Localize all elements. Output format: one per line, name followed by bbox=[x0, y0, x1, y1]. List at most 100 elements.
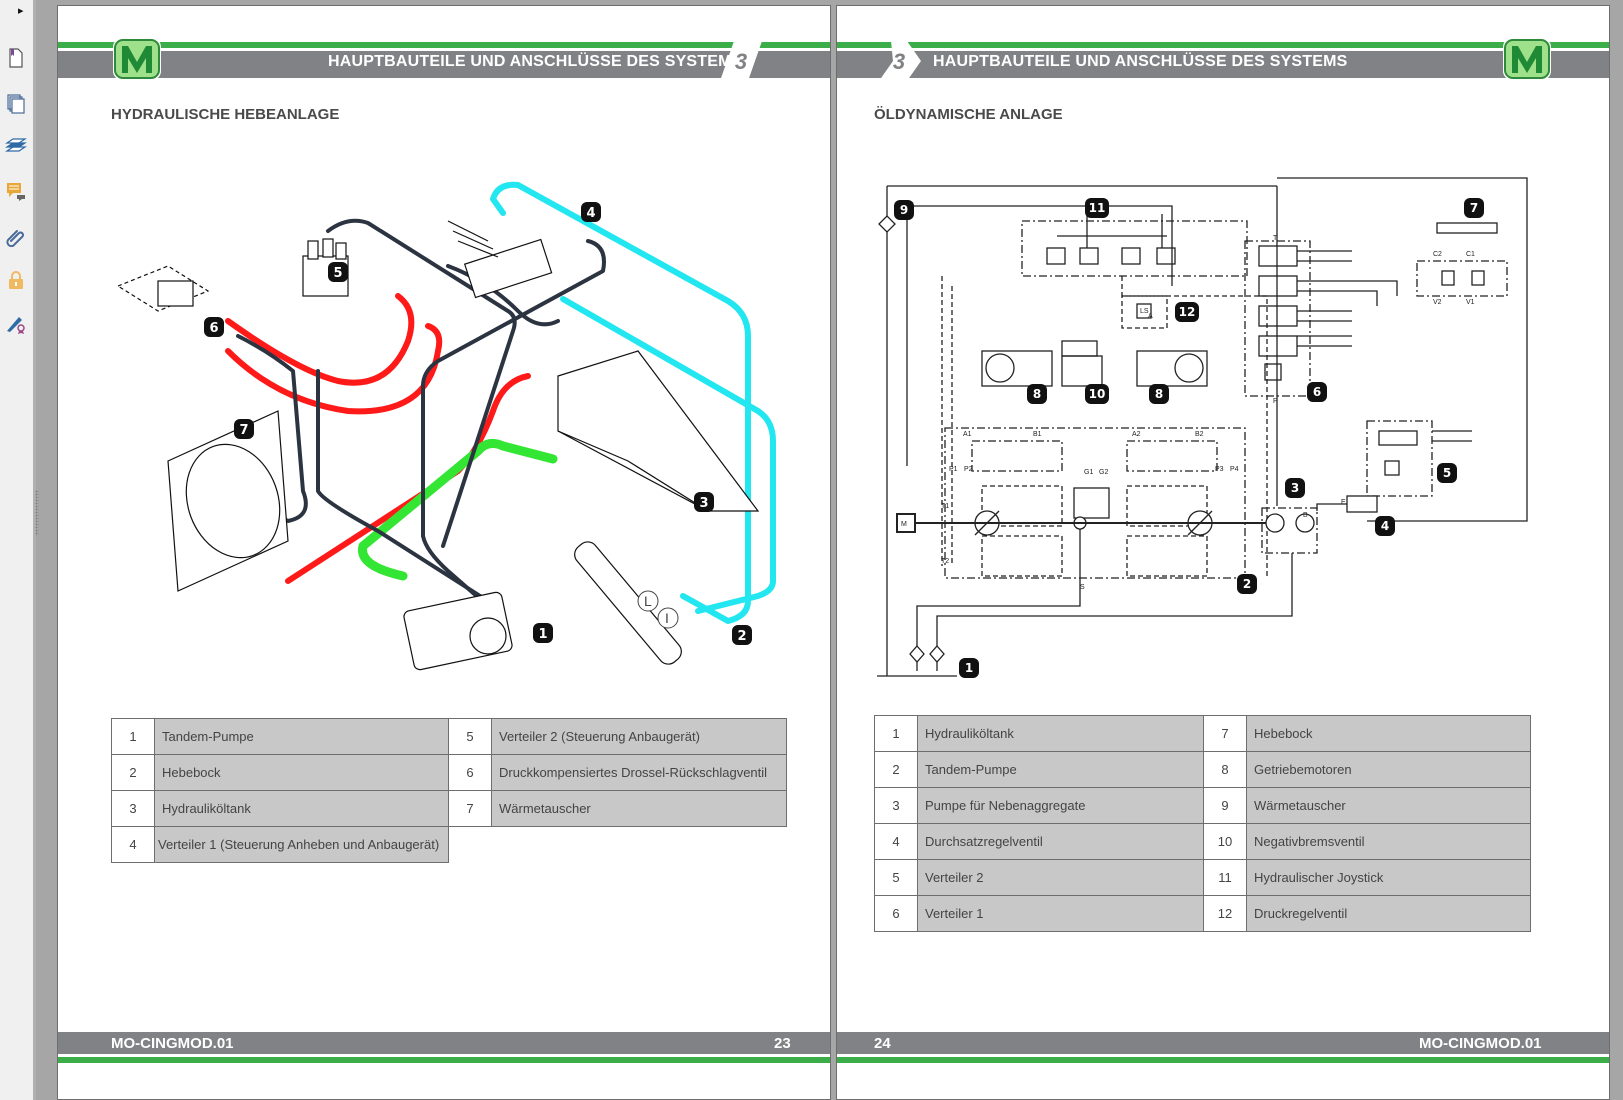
footer-doc-code: MO-CINGMOD.01 bbox=[1419, 1035, 1542, 1052]
table-row: 4 Durchsatzregelventil 10 Negativbremsve… bbox=[874, 823, 1531, 860]
footer-green-stripe bbox=[837, 1057, 1609, 1063]
port-label: B2 bbox=[1195, 431, 1204, 438]
signatures-button[interactable] bbox=[4, 312, 28, 336]
layers-button[interactable] bbox=[4, 136, 28, 160]
legend-num: 12 bbox=[1203, 895, 1247, 932]
company-logo bbox=[1503, 38, 1551, 80]
comments-button[interactable] bbox=[4, 180, 28, 204]
page-thumbnail-icon bbox=[9, 48, 23, 68]
footer-green-stripe bbox=[58, 1057, 830, 1063]
callout-10: 10 bbox=[1089, 387, 1106, 401]
legend-label: Tandem-Pumpe bbox=[154, 718, 449, 755]
table-row: 2 Tandem-Pumpe 8 Getriebemotoren bbox=[874, 751, 1531, 788]
legend-num: 2 bbox=[111, 754, 155, 791]
port-label: A bbox=[1148, 313, 1153, 320]
callout-4: 4 bbox=[586, 206, 595, 221]
legend-num: 5 bbox=[448, 718, 492, 755]
distributor-1 bbox=[463, 238, 553, 299]
port-label: T1 bbox=[941, 503, 949, 510]
legend-num: 1 bbox=[111, 718, 155, 755]
page-23: HAUPTBAUTEILE UND ANSCHLÜSSE DES SYSTEMS… bbox=[57, 5, 831, 1100]
legend-num: 9 bbox=[1203, 787, 1247, 824]
section-title: ÖLDYNAMISCHE ANLAGE bbox=[874, 106, 1063, 123]
port-label: G2 bbox=[1099, 469, 1108, 476]
legend-num: 4 bbox=[874, 823, 918, 860]
legend-label: Hydraulischer Joystick bbox=[1246, 859, 1531, 896]
sidebar-splitter[interactable] bbox=[33, 0, 36, 1100]
lifting-system-illustration: L I 1 2 3 4 5 6 7 bbox=[116, 181, 776, 671]
callout-7: 7 bbox=[239, 423, 248, 438]
legend-label: Durchsatzregelventil bbox=[917, 823, 1204, 860]
port-label: P3 bbox=[1215, 466, 1224, 473]
port-label: C2 bbox=[1433, 251, 1442, 258]
hose-cyan bbox=[560, 296, 776, 614]
table-row: 6 Verteiler 1 12 Druckregelventil bbox=[874, 895, 1531, 932]
security-lock-icon bbox=[9, 271, 23, 289]
header-green-stripe bbox=[837, 42, 1609, 48]
port-label: M bbox=[901, 521, 907, 528]
legend-label: Wärmetauscher bbox=[1246, 787, 1531, 824]
hose-red bbox=[225, 323, 443, 415]
comments-icon bbox=[7, 183, 25, 201]
header-title: HAUPTBAUTEILE UND ANSCHLÜSSE DES SYSTEMS bbox=[933, 53, 1348, 70]
hose-cyan bbox=[490, 181, 751, 624]
chapter-marker: 3 bbox=[879, 41, 921, 81]
hydraulic-schematic: A1 B1 A2 B2 P1 P2 P3 P4 G1 G2 T1 T2 S T … bbox=[877, 177, 1528, 678]
header-gray-band bbox=[837, 51, 1609, 78]
hose-dark bbox=[236, 334, 308, 523]
legend-label: Verteiler 1 (Steuerung Anheben und Anbau… bbox=[154, 826, 449, 863]
port-label: V2 bbox=[1433, 299, 1442, 306]
legend-label: Negativbremsventil bbox=[1246, 823, 1531, 860]
port-label: S bbox=[1080, 584, 1085, 591]
chapter-number: 3 bbox=[735, 49, 747, 74]
port-label: T2 bbox=[941, 558, 949, 565]
page-thumbnails-button[interactable] bbox=[4, 46, 28, 70]
legend-num: 6 bbox=[448, 754, 492, 791]
callout-2: 2 bbox=[1243, 577, 1251, 591]
legend-label: Pumpe für Nebenaggregate bbox=[917, 787, 1204, 824]
footer-page-number: 24 bbox=[874, 1035, 891, 1052]
callout-2: 2 bbox=[737, 629, 746, 644]
port-label: I bbox=[665, 610, 669, 626]
hose-green bbox=[358, 438, 558, 581]
footer-doc-code: MO-CINGMOD.01 bbox=[111, 1035, 234, 1052]
company-logo bbox=[113, 38, 161, 80]
hydraulic-oil-tank bbox=[557, 350, 760, 512]
attachment-icon bbox=[6, 230, 24, 247]
table-row: 5 Verteiler 2 11 Hydraulischer Joystick bbox=[874, 859, 1531, 896]
callout-8: 8 bbox=[1033, 387, 1041, 401]
callout-5: 5 bbox=[333, 266, 342, 281]
table-row: 1 Tandem-Pumpe 5 Verteiler 2 (Steuerung … bbox=[111, 718, 787, 755]
footer-gray-band bbox=[58, 1032, 830, 1054]
lift-cylinder bbox=[574, 541, 682, 665]
port-label: L bbox=[644, 593, 652, 609]
attachments-button[interactable] bbox=[4, 224, 28, 248]
legend-num: 4 bbox=[111, 826, 155, 863]
port-label: P bbox=[1273, 398, 1278, 405]
callout-5: 5 bbox=[1443, 466, 1451, 480]
pages-button[interactable] bbox=[4, 92, 28, 116]
legend-num: 1 bbox=[874, 715, 918, 752]
section-title: HYDRAULISCHE HEBEANLAGE bbox=[111, 106, 340, 123]
layers-icon bbox=[5, 138, 27, 152]
port-label: P2 bbox=[964, 466, 973, 473]
port-label: V1 bbox=[1466, 299, 1475, 306]
port-label: B bbox=[1303, 512, 1308, 519]
table-row: 1 Hydrauliköltank 7 Hebebock bbox=[874, 715, 1531, 752]
legend-num: 8 bbox=[1203, 751, 1247, 788]
hose-red bbox=[225, 293, 415, 386]
legend-num: 6 bbox=[874, 895, 918, 932]
sidebar-expand-toggle[interactable]: ▸ bbox=[18, 5, 24, 17]
callout-12: 12 bbox=[1179, 305, 1196, 319]
callout-3: 3 bbox=[699, 496, 708, 511]
legend-label: Verteiler 1 bbox=[917, 895, 1204, 932]
callout-11: 11 bbox=[1089, 201, 1106, 215]
callout-7: 7 bbox=[1470, 201, 1478, 215]
security-button[interactable] bbox=[4, 268, 28, 292]
header-title: HAUPTBAUTEILE UND ANSCHLÜSSE DES SYSTEMS bbox=[328, 53, 743, 70]
port-label: P4 bbox=[1230, 466, 1239, 473]
callout-9: 9 bbox=[900, 203, 908, 217]
splitter-grip-handle[interactable] bbox=[35, 490, 39, 536]
legend-num: 2 bbox=[874, 751, 918, 788]
legend-num: 5 bbox=[874, 859, 918, 896]
